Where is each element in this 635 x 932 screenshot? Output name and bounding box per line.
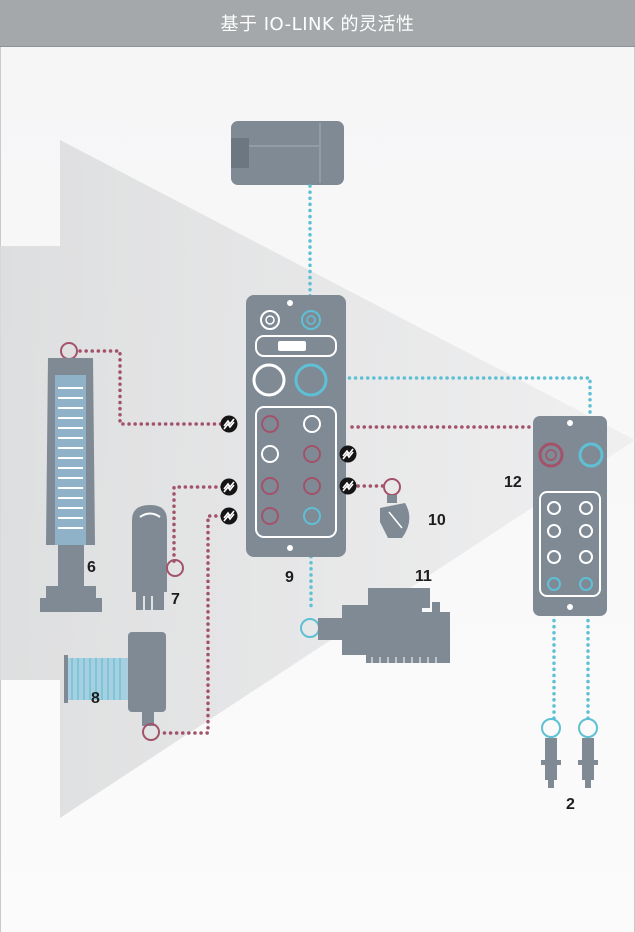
- signal-light-tower: [40, 342, 102, 612]
- rfid-read-head: [64, 632, 166, 741]
- valve-device: [380, 478, 410, 538]
- cable-light-tower: [78, 349, 224, 426]
- io-link-comm-icon: [339, 477, 357, 495]
- page-title: 基于 IO-LINK 的灵活性: [220, 14, 415, 35]
- io-link-comm-icon: [220, 507, 238, 525]
- label-6: 6: [87, 559, 96, 576]
- io-link-hub: [533, 416, 607, 616]
- binary-sensors: [541, 718, 598, 788]
- drive-unit: [300, 588, 450, 663]
- label-11: 11: [415, 568, 432, 585]
- label-8: 8: [91, 690, 100, 707]
- cable-sensor-7: [172, 485, 224, 567]
- label-9: 9: [285, 569, 294, 586]
- controller-device: [231, 121, 344, 185]
- label-12: 12: [504, 474, 522, 491]
- cable-master-to-hub: [323, 376, 592, 432]
- device-labels: 6 7 8 9 10 11 12 2: [87, 474, 575, 813]
- label-2: 2: [566, 796, 575, 813]
- title-bar: 基于 IO-LINK 的灵活性: [0, 0, 635, 47]
- standard-cables: [308, 184, 592, 722]
- light-tower-segments: [58, 387, 83, 529]
- io-link-comm-icon: [339, 445, 357, 463]
- io-link-comm-icon: [220, 478, 238, 496]
- cable-sensor-8: [158, 514, 224, 735]
- label-10: 10: [428, 512, 446, 529]
- io-link-comm-icons: [220, 415, 357, 525]
- master-ports: [261, 415, 321, 525]
- io-link-comm-icon: [220, 415, 238, 433]
- io-link-master: [246, 295, 346, 557]
- label-7: 7: [171, 591, 180, 608]
- pressure-sensor: [132, 505, 184, 610]
- io-link-cables: [78, 349, 550, 735]
